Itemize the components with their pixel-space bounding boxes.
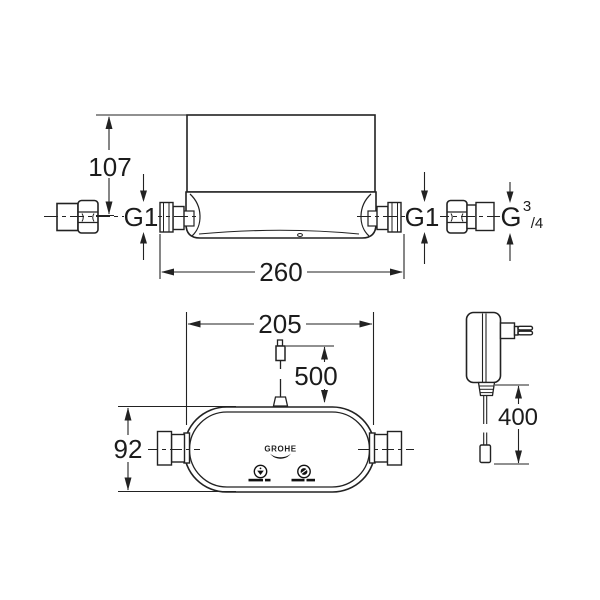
plug-pins <box>499 322 534 340</box>
dimension-sensor-500: 500 <box>286 345 339 403</box>
dimension-cable-400: 400 <box>494 384 542 465</box>
grohe-laurel-icon <box>270 453 291 459</box>
valve-body <box>185 191 377 239</box>
dimension-width-260: 260 <box>159 234 405 287</box>
port-right <box>367 201 402 233</box>
plan-port-right <box>368 430 403 466</box>
dimension-thread-g1-right: G1 <box>405 172 440 264</box>
fitting-thread-sup: 3 <box>523 198 531 215</box>
fitting-thread-main: G <box>500 202 521 232</box>
strain-relief <box>477 381 496 397</box>
dim-text-107: 107 <box>88 152 131 182</box>
housing-box <box>186 114 376 193</box>
port-left <box>159 201 195 233</box>
adapter-body <box>465 311 502 384</box>
fitting-thread-sub: /4 <box>531 215 544 232</box>
front-view <box>44 114 500 239</box>
thread-label-right: G1 <box>405 202 440 232</box>
brand-logo-text: GROHE <box>264 445 296 454</box>
dimension-depth-92: 92 <box>108 405 236 493</box>
button-labels <box>248 478 315 482</box>
dimension-height-107: 107 <box>88 114 187 217</box>
plan-view: GROHE <box>146 339 414 493</box>
power-adapter: 400 <box>465 311 542 465</box>
body-dot <box>297 232 303 238</box>
dim-text-400: 400 <box>498 404 538 431</box>
dim-text-500: 500 <box>294 361 337 391</box>
dim-text-92: 92 <box>114 434 143 464</box>
plan-view-dimensions: 205 500 92 <box>108 309 375 493</box>
thread-label-left: G1 <box>124 202 159 232</box>
dimension-body-205: 205 <box>185 309 375 425</box>
sensor-cable <box>272 339 289 407</box>
front-view-dimensions: 107 G1 G1 G 3 /4 <box>88 114 543 287</box>
plan-port-left <box>156 430 191 466</box>
dimension-thread-g1-left: G1 <box>124 174 159 260</box>
arrow-down-circle-icon <box>253 464 268 479</box>
dimension-thread-g34: G 3 /4 <box>500 182 543 261</box>
cable-connector <box>479 444 492 464</box>
front-panel: GROHE <box>248 445 315 482</box>
dim-text-205: 205 <box>258 309 301 339</box>
adapter-cable <box>479 395 492 464</box>
water-shutoff-circle-icon <box>297 464 311 479</box>
dim-text-260: 260 <box>259 257 302 287</box>
